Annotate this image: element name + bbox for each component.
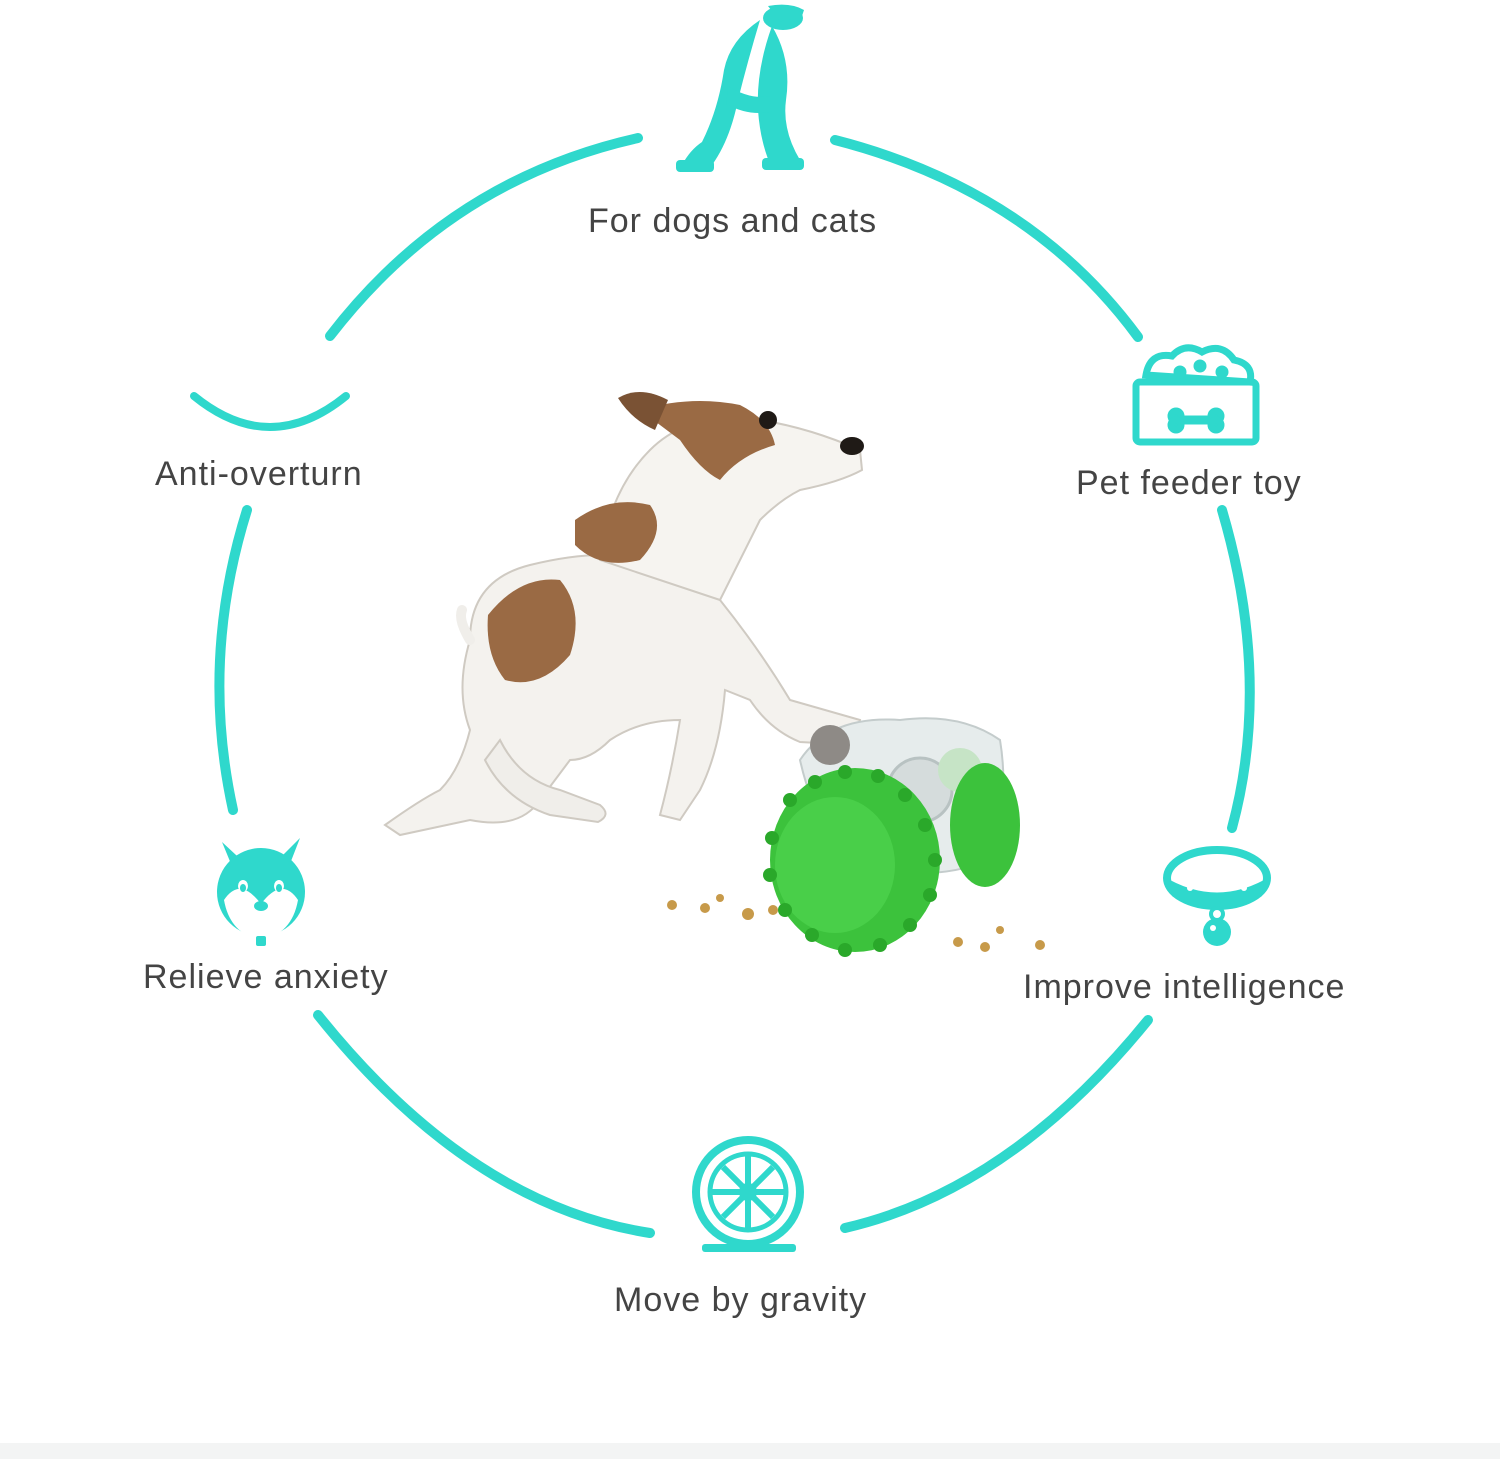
wheel-icon: [692, 1136, 804, 1252]
ring-segment-right: [1217, 505, 1255, 833]
arc-icon: [190, 392, 350, 431]
food-bowl-icon: [1132, 344, 1260, 446]
shiba-face-icon: [217, 838, 305, 946]
collar-icon: [1163, 846, 1271, 946]
ring-segment-top-left: [325, 133, 643, 341]
feature-label-anti-overturn: Anti-overturn: [155, 455, 363, 493]
feature-ring: [214, 133, 1255, 1238]
feature-label-pet-feeder-toy: Pet feeder toy: [1076, 464, 1302, 502]
feature-label-relieve-anxiety: Relieve anxiety: [143, 958, 389, 996]
dog-silhouette-icon: [676, 4, 804, 172]
ring-segment-top-right: [830, 135, 1143, 342]
feature-label-for-dogs-and-cats: For dogs and cats: [588, 202, 878, 240]
dog-with-toy-illustration: [383, 391, 1045, 957]
ring-segment-bottom-right: [840, 1015, 1153, 1233]
feature-label-move-by-gravity: Move by gravity: [614, 1281, 868, 1319]
ring-segment-bottom-left: [313, 1010, 655, 1238]
bottom-divider-strip: [0, 1443, 1500, 1459]
feature-label-improve-intelligence: Improve intelligence: [1023, 968, 1346, 1006]
ring-segment-left: [214, 505, 252, 815]
